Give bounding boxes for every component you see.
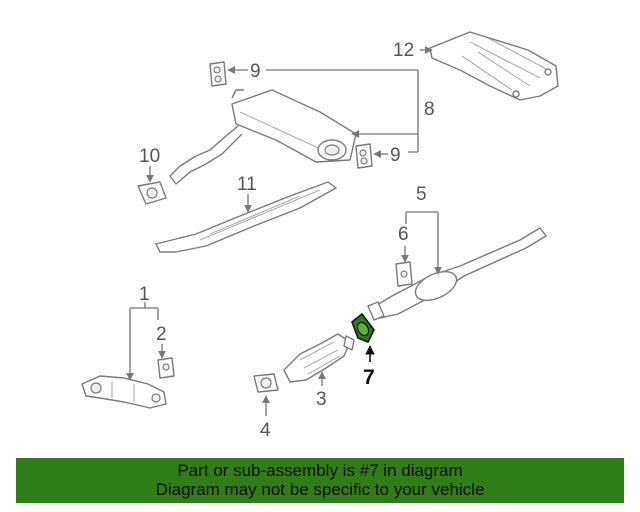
callout-7: 7: [363, 366, 375, 389]
part-9-hanger-lower[interactable]: [355, 143, 373, 169]
callout-2: 2: [156, 324, 167, 345]
part-8-muffler-assembly[interactable]: [169, 89, 357, 185]
info-banner: Part or sub-assembly is #7 in diagram Di…: [16, 458, 624, 503]
part-9-hanger-upper[interactable]: [209, 61, 227, 87]
callout-9-lower: 9: [390, 145, 401, 166]
callout-9-upper: 9: [250, 61, 261, 82]
banner-line-2: Diagram may not be specific to your vehi…: [155, 480, 485, 499]
callout-12: 12: [393, 40, 414, 61]
part-10-gasket[interactable]: [137, 181, 167, 205]
exhaust-parts-diagram: 12 8 9 9 10 11: [81, 31, 559, 441]
callout-11: 11: [237, 174, 257, 195]
part-5-front-pipe[interactable]: [367, 227, 547, 321]
callout-3: 3: [316, 389, 327, 410]
part-7-gasket[interactable]: [351, 312, 375, 344]
part-12-heat-shield[interactable]: [429, 31, 559, 101]
callout-1: 1: [139, 284, 150, 305]
part-6-hanger[interactable]: [395, 261, 413, 287]
part-11-heat-shield[interactable]: [155, 181, 337, 253]
callout-10: 10: [139, 146, 160, 167]
part-4-gasket[interactable]: [253, 373, 279, 393]
part-1-exhaust-manifold[interactable]: [81, 375, 167, 409]
callout-6: 6: [398, 224, 409, 245]
banner-line-1: Part or sub-assembly is #7 in diagram: [177, 461, 463, 480]
part-2-gasket[interactable]: [157, 357, 175, 379]
callout-4: 4: [260, 420, 271, 441]
callout-8: 8: [424, 99, 435, 120]
callout-5: 5: [416, 184, 427, 205]
part-3-catalytic-converter[interactable]: [283, 333, 355, 383]
